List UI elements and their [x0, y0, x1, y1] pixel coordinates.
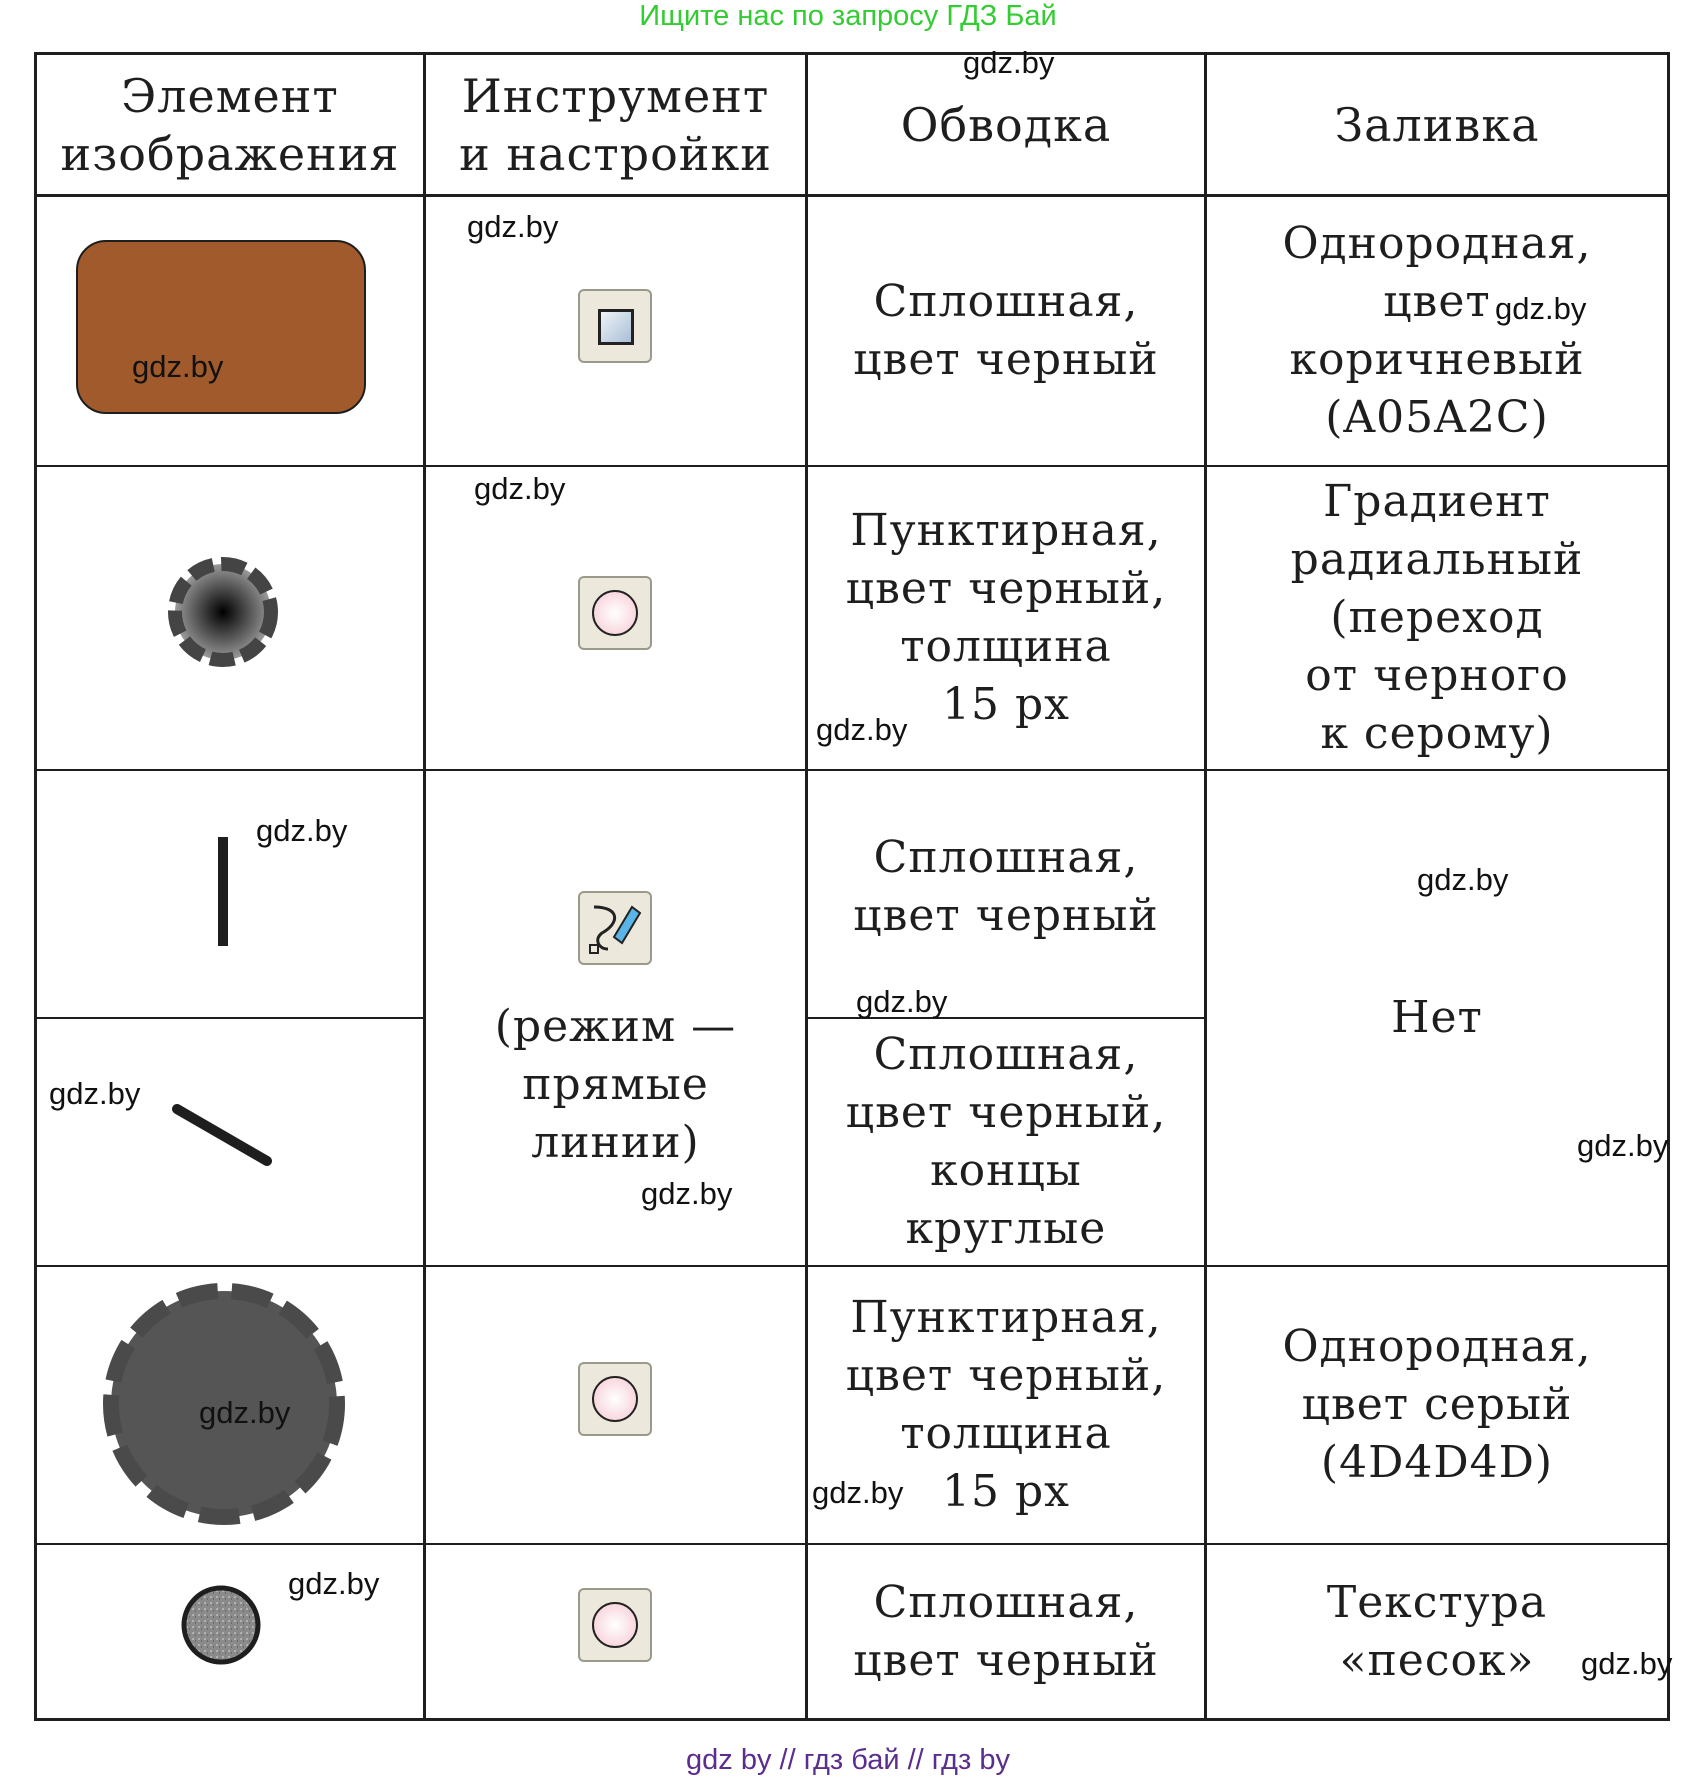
row3a-stroke: Сплошная, цвет черный [853, 832, 1159, 941]
row2-stroke: Пунктирная, цвет черный, толщина 15 px [845, 505, 1167, 730]
row4-fill: Однородная, цвет серый (4D4D4D) [1282, 1321, 1592, 1488]
header-element: Элемент изображения [60, 68, 400, 181]
drawing-settings-table: Элемент изображения Инструмент и настрой… [34, 52, 1670, 1721]
row5-fill: Текстура «песок» [1326, 1576, 1548, 1686]
row-divider [37, 1017, 423, 1019]
watermark: gdz.by [132, 349, 224, 384]
watermark: gdz.by [812, 1475, 904, 1510]
watermark: gdz.by [1577, 1128, 1669, 1163]
watermark: gdz.by [963, 45, 1055, 80]
column-divider [423, 55, 426, 1718]
row1-fill: Однородная, цвет коричневый (A05A2C) [1282, 218, 1592, 443]
row-divider [37, 769, 1667, 771]
row-divider [37, 1265, 1667, 1267]
row-divider [805, 1017, 1204, 1019]
row3-tool-mode: (режим — прямые линии) [494, 1001, 737, 1168]
brown-rounded-rectangle [76, 240, 366, 414]
watermark: gdz.by [641, 1176, 733, 1211]
gray-dashed-circle [103, 1283, 345, 1525]
search-banner[interactable]: Ищите нас по запросу ГДЗ Бай [639, 0, 1057, 32]
radial-gradient-dashed-circle [168, 557, 278, 667]
watermark: gdz.by [467, 209, 559, 244]
watermark: gdz.by [1495, 291, 1587, 326]
row2-fill: Градиент радиальный (переход от черного … [1290, 476, 1584, 759]
sand-texture-circle [181, 1585, 261, 1665]
bezier-pen-tool-icon[interactable] [578, 891, 652, 965]
row3b-stroke: Сплошная, цвет черный, концы круглые [845, 1029, 1167, 1254]
watermark: gdz.by [856, 984, 948, 1019]
row-divider [37, 1543, 1667, 1545]
watermark: gdz.by [49, 1076, 141, 1111]
row1-stroke: Сплошная, цвет черный [853, 276, 1159, 385]
watermark: gdz.by [1417, 862, 1509, 897]
vertical-line-sample [218, 837, 228, 946]
ellipse-tool-icon[interactable] [578, 1588, 652, 1662]
ellipse-tool-icon[interactable] [578, 576, 652, 650]
header-stroke: Обводка [900, 97, 1112, 152]
watermark: gdz.by [816, 712, 908, 747]
row-divider [37, 194, 1667, 197]
watermark: gdz.by [1581, 1646, 1673, 1681]
row-divider [37, 465, 1667, 467]
watermark: gdz.by [199, 1395, 291, 1430]
rectangle-tool-icon[interactable] [578, 289, 652, 363]
row3-fill: Нет [1391, 992, 1483, 1043]
watermark: gdz.by [288, 1566, 380, 1601]
diagonal-line-sample [172, 1104, 272, 1166]
ellipse-tool-icon[interactable] [578, 1362, 652, 1436]
row5-stroke: Сплошная, цвет черный [853, 1576, 1159, 1686]
column-divider [1204, 55, 1207, 1718]
header-tool: Инструмент и настройки [459, 68, 772, 181]
watermark: gdz.by [256, 813, 348, 848]
row4-stroke: Пунктирная, цвет черный, толщина 15 px [845, 1292, 1167, 1517]
header-fill: Заливка [1334, 97, 1540, 152]
watermark: gdz.by [474, 471, 566, 506]
column-divider [805, 55, 808, 1718]
footer-links[interactable]: gdz by // гдз бай // гдз by [686, 1744, 1010, 1776]
